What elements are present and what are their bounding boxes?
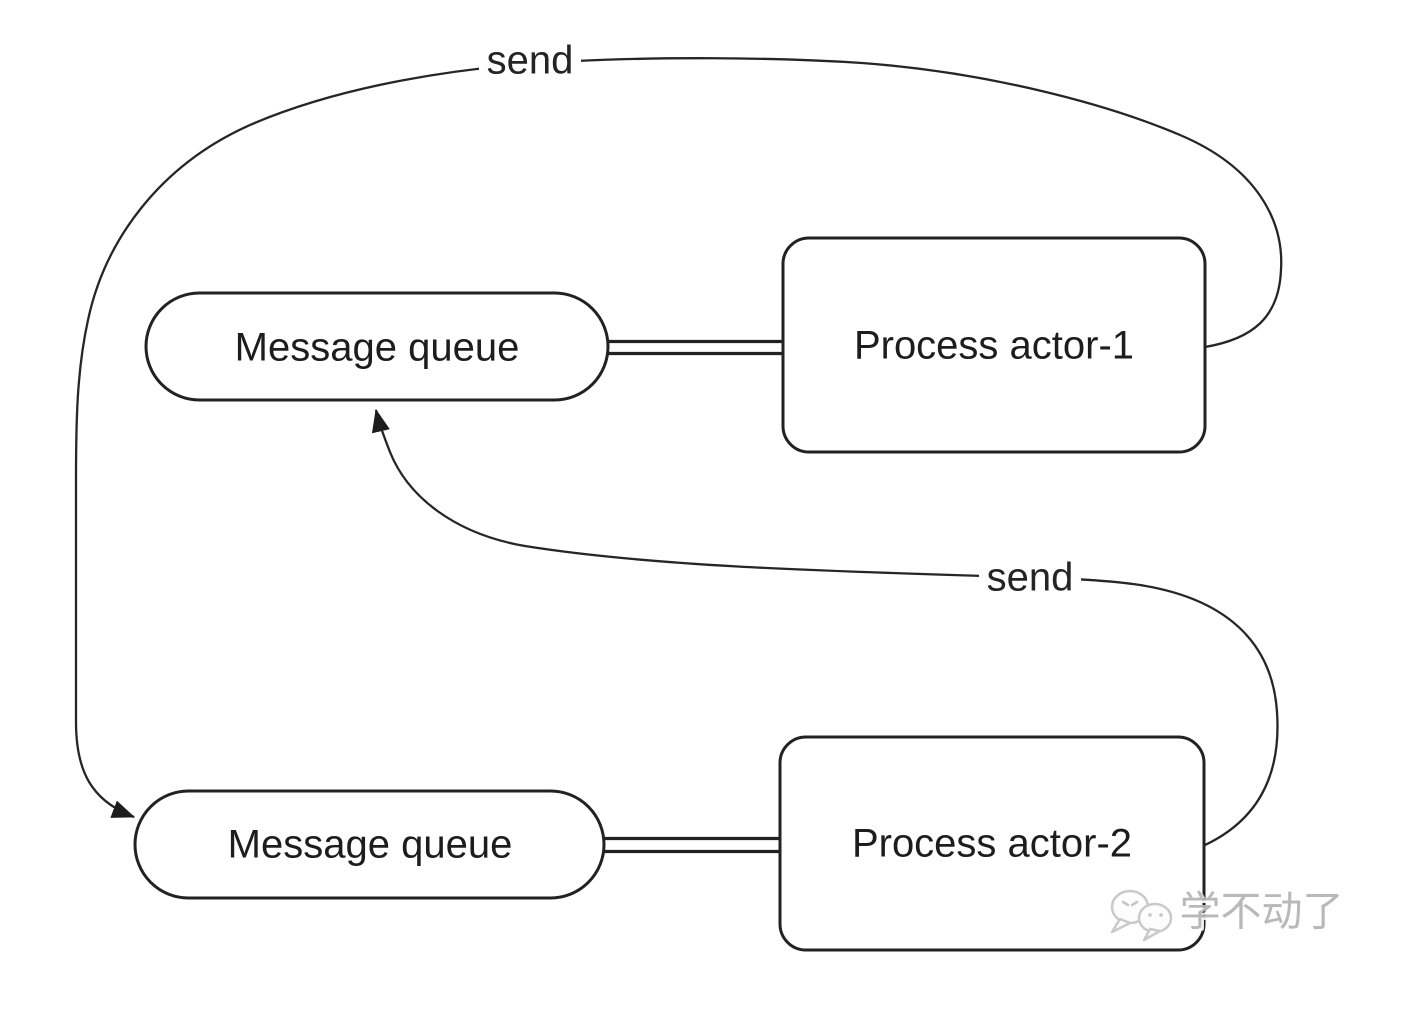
node-process-actor-1: Process actor-1	[781, 236, 1207, 454]
watermark: 学不动了 学不动了	[1110, 889, 1346, 942]
pill-shape	[133, 789, 606, 900]
rounded-rect-shape	[778, 735, 1206, 952]
edge-label-bg	[479, 38, 581, 84]
edge-label-send-2: send	[979, 555, 1081, 601]
edge-label-text: send	[487, 39, 574, 83]
wechat-icon	[1110, 889, 1173, 942]
double-link-top	[608, 339, 783, 356]
node-message-queue-top: Message queue	[144, 291, 610, 402]
node-label: Process actor-2	[852, 822, 1132, 866]
rounded-rect-shape	[781, 236, 1207, 454]
edge-label-bg	[979, 555, 1081, 601]
pill-shape	[144, 291, 610, 402]
edge-label-send-1: send	[479, 38, 581, 84]
node-message-queue-bottom: Message queue	[133, 789, 606, 900]
double-link-bottom	[604, 836, 780, 854]
node-label: Process actor-1	[854, 324, 1134, 368]
node-label: Message queue	[228, 823, 513, 867]
node-process-actor-2: Process actor-2	[778, 735, 1206, 952]
node-label: Message queue	[235, 326, 520, 370]
watermark-text-highlight: 学不动了	[1182, 891, 1346, 937]
edge-label-text: send	[987, 556, 1074, 600]
watermark-text: 学不动了	[1180, 889, 1344, 935]
